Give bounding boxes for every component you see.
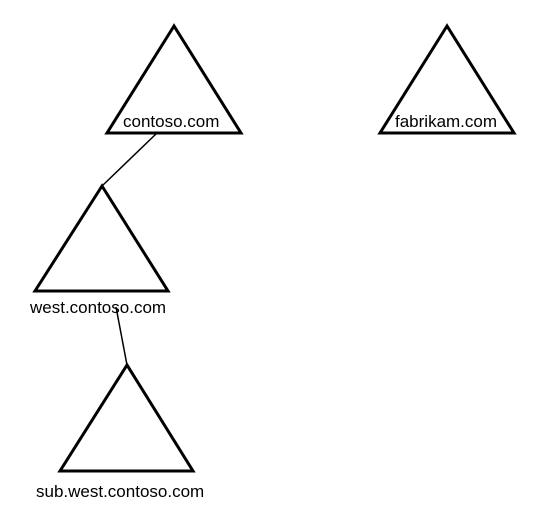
domain-tree-triangle xyxy=(104,23,244,135)
domain-label: west.contoso.com xyxy=(29,298,166,317)
domain-tree-triangle xyxy=(32,183,171,293)
connector-west-sub xyxy=(115,306,128,366)
domain-node-west: west.contoso.com xyxy=(29,183,171,317)
domain-tree-triangle xyxy=(377,23,517,135)
domain-node-fabrikam: fabrikam.com xyxy=(377,23,517,135)
domain-tree-triangle xyxy=(57,362,196,473)
domain-label: contoso.com xyxy=(123,112,219,131)
domain-node-sub: sub.west.contoso.com xyxy=(36,362,204,501)
domain-label: sub.west.contoso.com xyxy=(36,482,204,501)
domain-label: fabrikam.com xyxy=(395,112,497,131)
domain-node-contoso: contoso.com xyxy=(104,23,244,135)
connector-contoso-west xyxy=(101,132,158,187)
